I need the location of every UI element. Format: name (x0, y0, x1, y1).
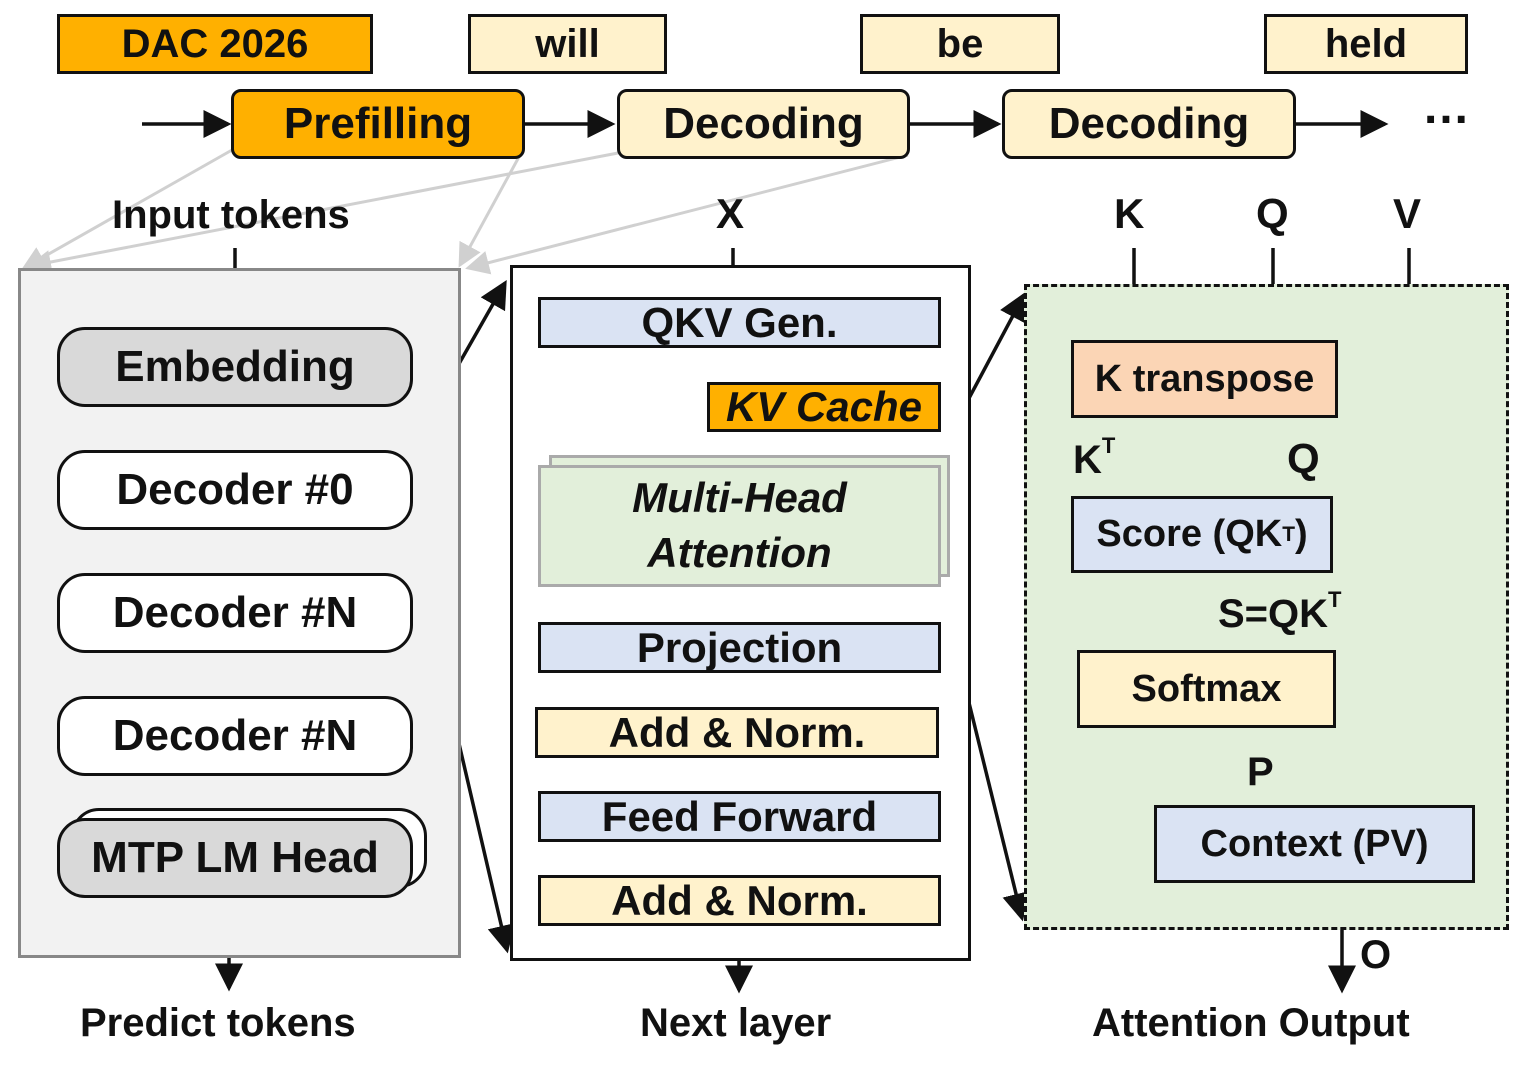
faint-arrow-prefill-left (21, 148, 233, 270)
add-norm-block-2: Add & Norm. (538, 875, 941, 926)
feed-forward-block: Feed Forward (538, 791, 941, 842)
decoder-panel (510, 265, 971, 961)
faint-arrow-decode-right (465, 153, 909, 275)
kv-cache-block: KV Cache (707, 382, 941, 432)
pipeline-ellipsis: … (1422, 81, 1470, 134)
kt-label-text: K (1073, 438, 1102, 482)
add-norm-block-1: Add & Norm. (535, 707, 939, 758)
predict-tokens-label: Predict tokens (80, 1001, 356, 1045)
block-decoder-n-1: Decoder #N (57, 573, 413, 653)
k-transpose-block: K transpose (1071, 340, 1338, 418)
next-layer-label: Next layer (640, 1001, 832, 1045)
attention-output-label: Attention Output (1092, 1001, 1410, 1045)
block-decoder-n-2: Decoder #N (57, 696, 413, 776)
p-label: P (1247, 750, 1274, 794)
s-label-sup: T (1328, 587, 1342, 613)
attn-v-label: V (1393, 190, 1422, 237)
mha-line-2: Attention (647, 529, 832, 576)
faint-arrow-decode-left (27, 151, 619, 274)
score-close: ) (1294, 513, 1308, 555)
stage-prefilling: Prefilling (231, 89, 525, 159)
decoder-input-x: X (716, 190, 745, 237)
context-block: Context (PV) (1154, 805, 1475, 883)
o-label: O (1360, 933, 1392, 977)
mha-block: Multi-Head Attention (538, 465, 941, 587)
block-embedding: Embedding (57, 327, 413, 407)
kt-label-sup: T (1101, 433, 1116, 459)
faint-arrow-prefill-right (458, 154, 522, 268)
token-box-dac2026: DAC 2026 (57, 14, 373, 74)
projection-block: Projection (538, 622, 941, 673)
token-box-will: will (468, 14, 667, 74)
kt-label: KT (1073, 435, 1115, 482)
s-label: S=QKT (1218, 589, 1342, 636)
q2-label: Q (1287, 435, 1320, 482)
mha-line-1: Multi-Head (632, 474, 847, 522)
softmax-block: Softmax (1077, 650, 1336, 728)
block-mtp-lm-head: MTP LM Head (57, 818, 413, 898)
s-label-text: S=QK (1218, 592, 1329, 636)
attn-q-label: Q (1256, 190, 1289, 237)
stage-decoding-2: Decoding (1002, 89, 1296, 159)
stage-decoding-1: Decoding (617, 89, 910, 159)
token-box-be: be (860, 14, 1060, 74)
token-box-held: held (1264, 14, 1468, 74)
qkv-gen-block: QKV Gen. (538, 297, 941, 348)
attn-k-label: K (1114, 190, 1145, 237)
score-text: Score (QK (1096, 513, 1283, 555)
input-tokens-label: Input tokens (112, 193, 350, 237)
block-decoder-0: Decoder #0 (57, 450, 413, 530)
